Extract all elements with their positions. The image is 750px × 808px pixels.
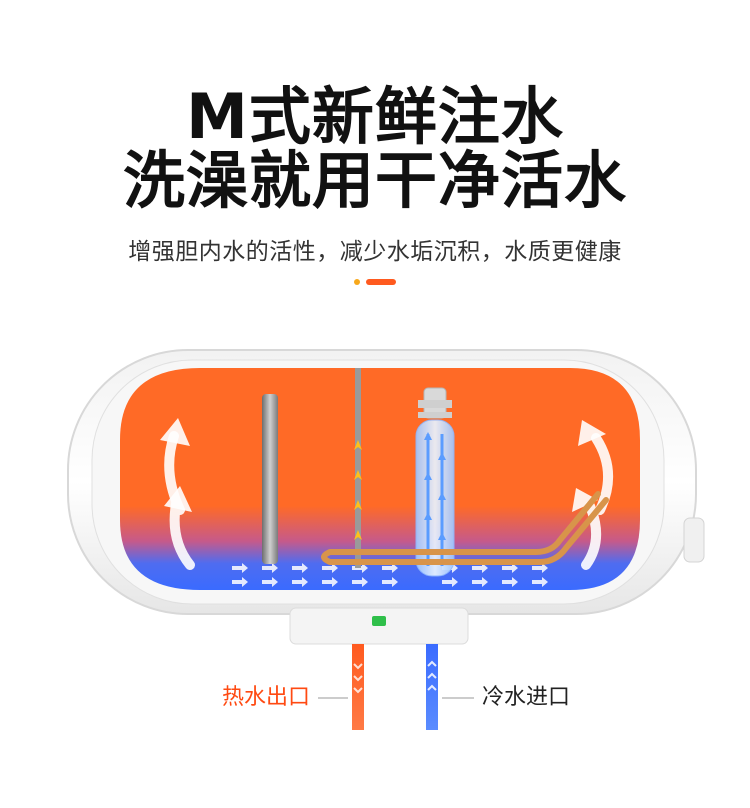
cold-water-inlet-label: 冷水进口 [482,685,571,710]
indicator-light-icon [372,616,386,626]
headline-line-2: 洗澡就用干净活水 [122,144,627,217]
heater-tank-illustration [67,349,705,730]
divider-dot [354,279,360,285]
decorative-divider [354,279,396,285]
divider-bar [366,279,396,285]
subtitle: 增强胆内水的活性，减少水垢沉积，水质更健康 [128,239,622,265]
anode-rod-icon [262,394,278,564]
headline-line-1: M式新鲜注水 [186,80,564,153]
hot-water-outlet-label: 热水出口 [222,685,311,710]
heating-element-icon [415,387,455,577]
